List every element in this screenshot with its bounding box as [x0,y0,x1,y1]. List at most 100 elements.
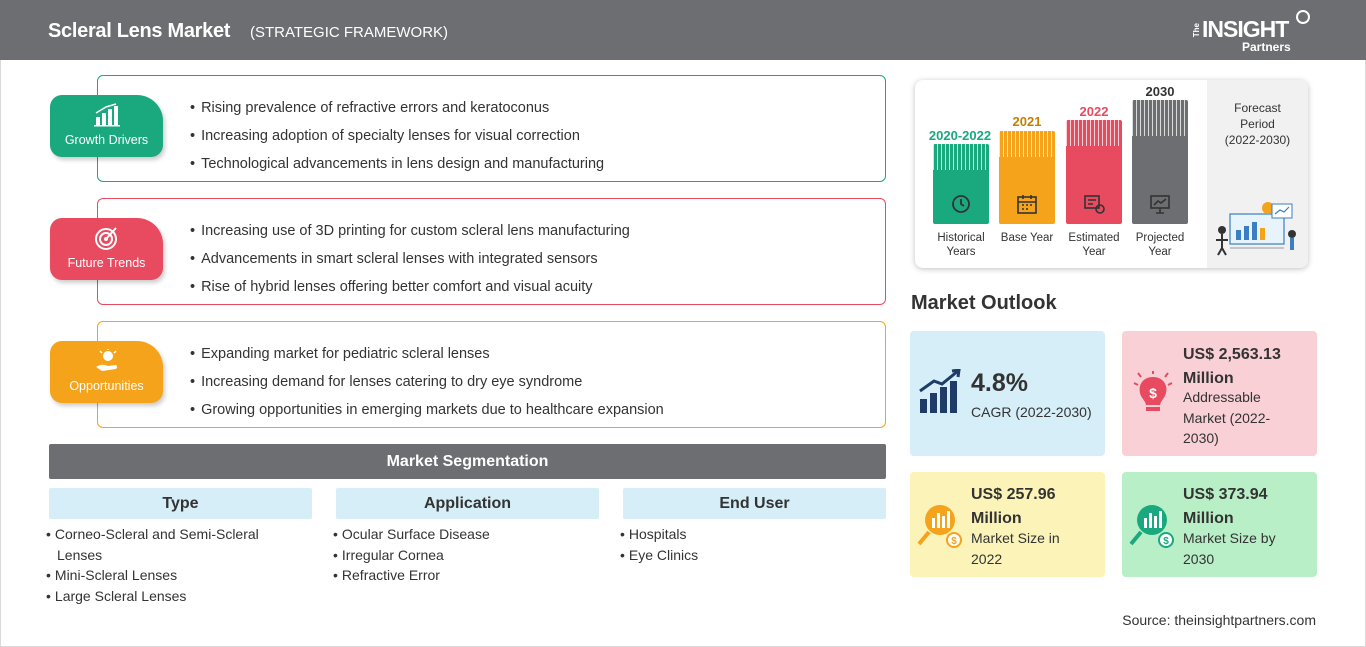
forecast-line-3: (2022-2030) [1224,133,1291,147]
future-trends-label: Future Trends [67,256,146,270]
page-subtitle: (STRATEGIC FRAMEWORK) [250,24,449,41]
segment-heading-end-user: End User [623,488,886,519]
segment-item: Mini-Scleral Lenses [46,565,296,586]
market-size-2022-unit: Million [971,510,1022,527]
market-size-2022-card: $ US$ 257.96 Million Market Size in 2022 [910,472,1105,577]
forecast-period-text: Forecast Period (2022-2030) [1207,100,1308,148]
opportunities-list: Expanding market for pediatric scleral l… [190,340,664,424]
growth-drivers-badge: Growth Drivers [50,95,163,157]
estimate-icon [1084,195,1105,214]
segment-list-type: Corneo-Scleral and Semi-Scleral Lenses M… [46,524,296,606]
addressable-label: Addressable Market (2022-2030) [1183,389,1271,446]
opportunity-item: Increasing demand for lenses catering to… [190,368,664,396]
segment-item: Eye Clinics [620,545,880,566]
growth-driver-item: Increasing adoption of specialty lenses … [190,122,604,150]
market-size-2022-amount: US$ 257.96 [971,486,1056,503]
svg-text:$: $ [1149,385,1157,401]
timeline-year-estimated: 2022 [1079,104,1109,119]
calendar-icon [1017,195,1037,214]
growth-drivers-box: Rising prevalence of refractive errors a… [97,75,886,182]
market-size-2030-card: $ US$ 373.94 Million Market Size by 2030 [1122,472,1317,577]
market-outlook-title: Market Outlook [911,292,1057,314]
forecast-line-1: Forecast [1234,101,1281,115]
timeline-bar-historical [933,144,989,224]
logo-partners-text: Partners [1242,40,1291,54]
market-size-magnifier-icon: $ [917,505,962,548]
market-size-2030-value: US$ 373.94 Million [1183,483,1268,531]
bar-growth-icon [94,103,120,127]
presentation-icon [1150,195,1170,214]
insight-partners-logo[interactable]: The INSIGHT Partners [1192,10,1322,54]
segment-heading-type: Type [49,488,312,519]
segment-list-end-user: Hospitals Eye Clinics [620,524,880,565]
growth-chart-icon [919,369,961,413]
addressable-value: US$ 2,563.13 Million [1183,343,1281,391]
timeline-card: 2020-2022 Historical Years 2021 Base Yea… [915,80,1308,268]
page-title: Scleral Lens Market [48,20,231,42]
future-trends-box: Increasing use of 3D printing for custom… [97,198,886,305]
timeline-year-historical: 2020-2022 [928,128,992,143]
market-size-2022-value: US$ 257.96 Million [971,483,1056,531]
segment-item: Irregular Cornea [333,545,593,566]
history-icon [952,195,970,213]
future-trends-list: Increasing use of 3D printing for custom… [190,217,630,301]
market-size-2030-magnifier-icon: $ [1129,505,1174,548]
cagr-value: 4.8% [971,369,1028,397]
timeline-bar-base [999,131,1055,224]
logo-main-text: INSIGHT [1202,16,1289,42]
timeline-label-estimated: Estimated Year [1068,232,1120,258]
market-size-2030-unit: Million [1183,510,1234,527]
header-bar: Scleral Lens Market (STRATEGIC FRAMEWORK… [0,0,1366,60]
future-trend-item: Increasing use of 3D printing for custom… [190,217,630,245]
timeline-bar-estimated [1066,120,1122,224]
target-icon [95,227,117,250]
timeline-label-base: Base Year [1000,232,1054,244]
future-trend-item: Rise of hybrid lenses offering better co… [190,273,630,301]
analytics-illustration-icon [1216,202,1296,256]
opportunities-label: Opportunities [69,379,144,393]
addressable-market-card: $ US$ 2,563.13 Million Addressable Marke… [1122,331,1317,456]
segment-item: Refractive Error [333,565,593,586]
growth-drivers-list: Rising prevalence of refractive errors a… [190,94,604,178]
timeline-label-projected: Projected Year [1135,232,1185,258]
opportunity-item: Expanding market for pediatric scleral l… [190,340,664,368]
timeline-bar-projected [1132,100,1188,224]
segmentation-title: Market Segmentation [49,444,886,479]
source-link[interactable]: Source: theinsightpartners.com [1122,612,1316,628]
segment-list-application: Ocular Surface Disease Irregular Cornea … [333,524,593,586]
bar-stripes [933,144,989,170]
market-size-2030-label: Market Size by 2030 [1183,530,1276,567]
logo-ring-icon [1296,10,1310,24]
opportunities-box: Expanding market for pediatric scleral l… [97,321,886,428]
segment-item: Hospitals [620,524,880,545]
bar-stripes [1066,120,1122,146]
timeline-year-projected: 2030 [1145,84,1175,99]
cagr-label: CAGR (2022-2030) [971,404,1092,420]
cagr-card: 4.8% CAGR (2022-2030) [910,331,1105,456]
money-idea-icon: $ [1133,371,1173,411]
segment-item: Corneo-Scleral and Semi-Scleral Lenses [46,524,296,565]
logo-the-text: The [1192,23,1201,38]
addressable-value-unit: Million [1183,370,1234,387]
market-size-2030-amount: US$ 373.94 [1183,486,1268,503]
idea-hand-icon [96,349,117,371]
forecast-line-2: Period [1240,117,1275,131]
future-trend-item: Advancements in smart scleral lenses wit… [190,245,630,273]
opportunities-badge: Opportunities [50,341,163,403]
opportunity-item: Growing opportunities in emerging market… [190,396,664,424]
svg-text:$: $ [951,536,957,547]
bar-stripes [999,131,1055,157]
segment-heading-application: Application [336,488,599,519]
growth-driver-item: Rising prevalence of refractive errors a… [190,94,604,122]
segment-item: Large Scleral Lenses [46,586,296,607]
timeline-year-base: 2021 [1012,114,1042,129]
addressable-value-amount: US$ 2,563.13 [1183,346,1281,363]
market-size-2022-label: Market Size in 2022 [971,530,1060,567]
growth-driver-item: Technological advancements in lens desig… [190,150,604,178]
timeline-label-historical: Historical Years [937,232,985,258]
bar-stripes [1132,100,1188,136]
growth-drivers-label: Growth Drivers [64,133,149,147]
segment-item: Ocular Surface Disease [333,524,593,545]
svg-text:$: $ [1163,536,1169,547]
future-trends-badge: Future Trends [50,218,163,280]
